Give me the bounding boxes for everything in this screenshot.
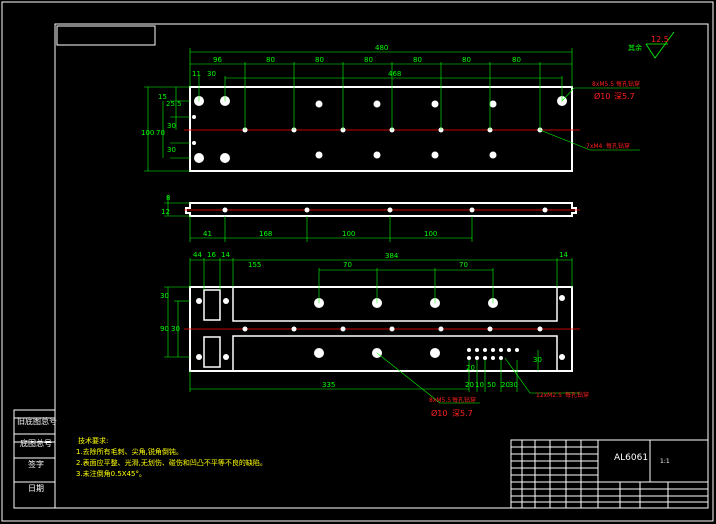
dim-text: 480 — [375, 44, 388, 52]
tech-line: 3.未注倒角0.5X45°。 — [76, 469, 146, 478]
scale-label: 1:1 — [660, 458, 670, 465]
hole-callout-count: 12xM2.5 — [536, 392, 562, 399]
roughness-value: 12.5 — [651, 35, 669, 44]
side-table-cell: 底图总号 — [20, 438, 52, 448]
hole-callout-count: 8xM5.5 — [592, 81, 614, 88]
dim-text: 14 — [221, 251, 230, 259]
hole-callout-tail: 每孔钻穿 — [616, 80, 640, 88]
hole-callout-depth: 深5.7 — [452, 409, 473, 418]
top-view: 480 96 80 80 80 80 80 80 468 11 30 15 25… — [141, 44, 640, 172]
dim-text: 80 — [462, 56, 471, 64]
side-table-cell: 签字 — [28, 459, 44, 469]
material-label: AL6061 — [614, 453, 648, 463]
dim-text: 100 — [141, 129, 154, 137]
hole-callout-tail: 每孔钻穿 — [606, 142, 630, 150]
dim-text: 384 — [385, 252, 399, 260]
title-block: AL6061 1:1 — [510, 439, 709, 509]
hole-callout-count: 8xM5.5 — [429, 397, 451, 404]
dim-text: 10 — [475, 381, 484, 389]
hole-callout-tail: 每孔钻穿 — [452, 396, 476, 404]
dim-text: 80 — [364, 56, 373, 64]
roughness-prefix: 其余 — [628, 43, 642, 52]
dim-text: 80 — [413, 56, 422, 64]
hole-callout-dia: Ø10 — [431, 408, 447, 418]
dim-text: 30 — [167, 122, 176, 130]
dim-text: 50 — [487, 381, 496, 389]
roughness-symbol: 其余 12.5 — [628, 31, 675, 59]
tech-title: 技术要求: — [78, 436, 108, 445]
hole-callout-count: 7xM4 — [586, 143, 603, 150]
dim-text: 168 — [259, 230, 272, 238]
tech-line: 1.去除所有毛刺、尖角,锐角倒钝。 — [76, 447, 183, 456]
dim-text: 30 — [160, 292, 169, 300]
hole-callout-dia: Ø10 — [594, 91, 610, 101]
dim-text: 11 — [192, 70, 201, 78]
tech-line: 2.表面应平整、光滑,无划伤、碰伤和凹凸不平等不良的缺陷。 — [76, 458, 267, 467]
dim-text: 14 — [559, 251, 568, 259]
dim-text: 12 — [161, 208, 170, 216]
dim-text: 30 — [533, 356, 542, 364]
dim-text: 80 — [266, 56, 275, 64]
dim-text: 30 — [171, 325, 180, 333]
dim-text: 16 — [207, 251, 216, 259]
dim-text: 70 — [343, 261, 352, 269]
hole-callout-depth: 深5.7 — [614, 92, 635, 101]
dim-text: 30 — [509, 381, 518, 389]
tech-notes: 技术要求: 1.去除所有毛刺、尖角,锐角倒钝。 2.表面应平整、光滑,无划伤、碰… — [76, 436, 267, 478]
dim-text: 30 — [167, 146, 176, 154]
side-view: 41 168 100 100 8 12 — [161, 194, 580, 242]
dim-text: 100 — [342, 230, 355, 238]
dim-text: 20 — [465, 381, 474, 389]
dim-text: 90 — [160, 325, 169, 333]
side-table-cell: 日期 — [28, 484, 44, 493]
dim-text: 30 — [207, 70, 216, 78]
dim-text: 70 — [459, 261, 468, 269]
side-table: 旧底图总号 底图总号 签字 日期 — [13, 409, 57, 509]
bottom-view: 44 16 14 155 70 384 70 14 30 90 30 335 2… — [160, 251, 589, 418]
dim-text: 70 — [156, 129, 165, 137]
dim-text: 100 — [424, 230, 437, 238]
dim-text: 20 — [466, 364, 475, 372]
dim-text: 335 — [322, 381, 335, 389]
dim-text: 15 — [158, 93, 167, 101]
dim-text: 8 — [166, 194, 170, 202]
dim-text: 96 — [213, 56, 222, 64]
side-table-cell: 旧底图总号 — [17, 416, 57, 426]
dim-text: 44 — [193, 251, 202, 259]
dim-text: 41 — [203, 230, 212, 238]
hole-callout-tail: 每孔钻穿 — [565, 391, 589, 399]
dim-text: 20 — [501, 381, 510, 389]
dim-text: 80 — [315, 56, 324, 64]
dim-text: 155 — [248, 261, 261, 269]
dim-text: 80 — [512, 56, 521, 64]
dim-text: 25.5 — [166, 100, 182, 108]
dim-text: 468 — [388, 70, 401, 78]
